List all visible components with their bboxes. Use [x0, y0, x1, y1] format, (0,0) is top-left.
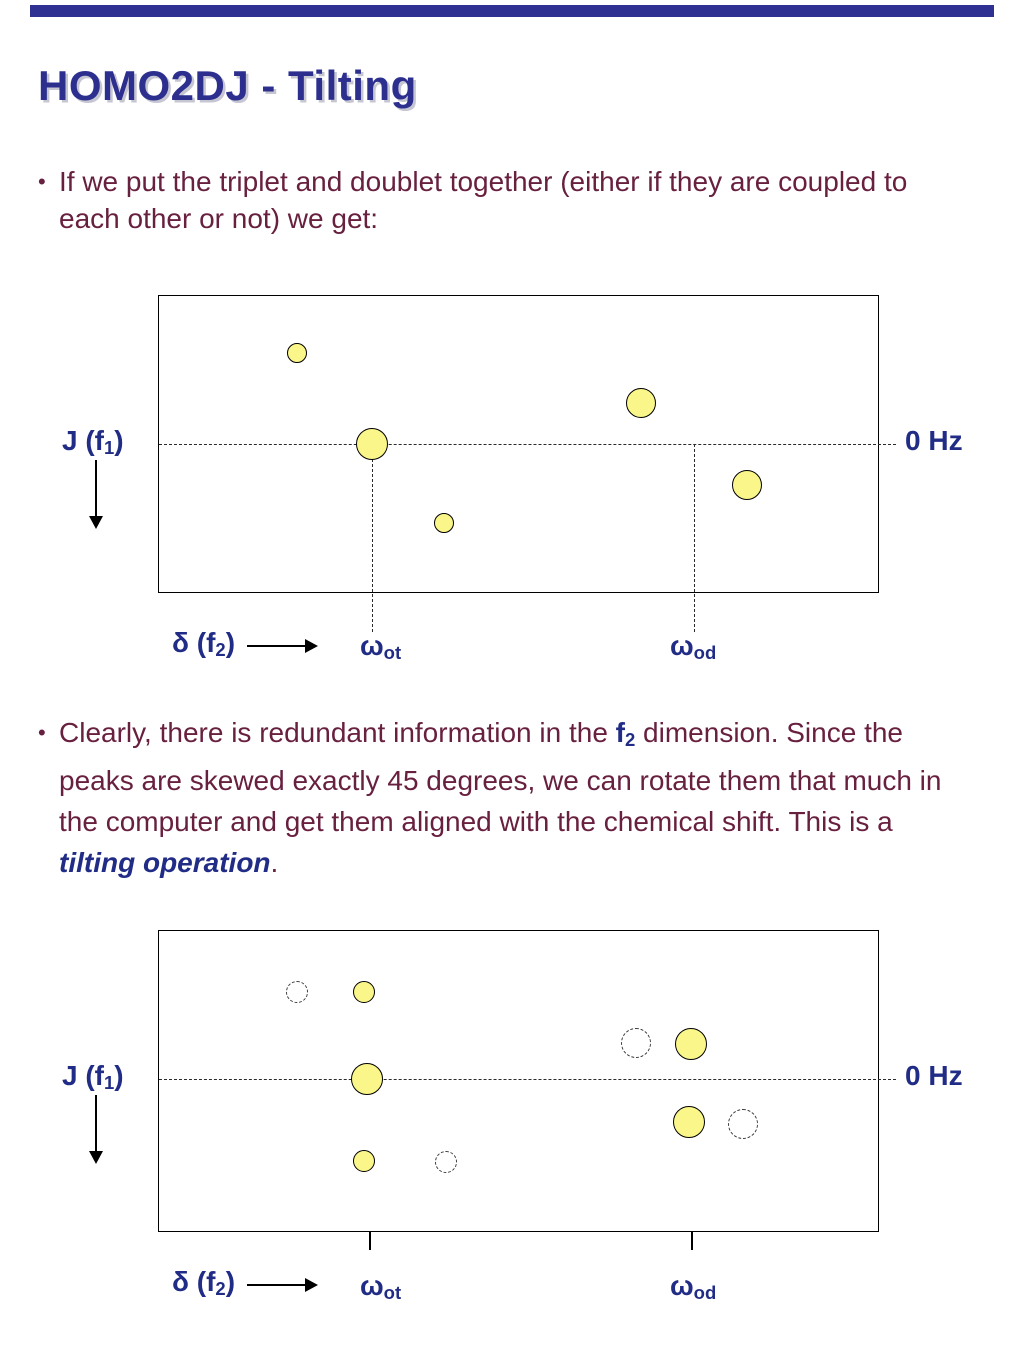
- omega-od-sub: od: [693, 642, 717, 664]
- y-axis-label-1: J (f1): [62, 425, 124, 459]
- page-title: HOMO2DJ - Tilting: [38, 62, 417, 109]
- omega-od-label-2: ωod: [670, 1270, 716, 1304]
- zero-hz-label-2: 0 Hz: [905, 1060, 963, 1091]
- omega-ot-sub: ot: [383, 642, 402, 664]
- arrow-head-down-icon: [89, 1151, 103, 1164]
- omega-glyph: ω: [670, 630, 694, 661]
- bullet-marker: •: [38, 169, 46, 194]
- zero-hz-label-1: 0 Hz: [905, 425, 963, 456]
- down-arrow-1: [87, 460, 105, 529]
- bullet-2-text: Clearly, there is redundant information …: [59, 712, 973, 883]
- f2-symbol: f2: [615, 717, 636, 751]
- omega-od-label-1: ωod: [670, 630, 716, 664]
- j-label: J (f: [62, 1060, 104, 1091]
- peak-circle: [434, 513, 454, 533]
- bullet-2-seg2: dimension. Since the peaks are skewed ex…: [59, 717, 942, 838]
- omega-ot-sub: ot: [383, 1282, 402, 1304]
- bullet-1-text: If we put the triplet and doublet togeth…: [59, 166, 908, 234]
- frequency-tick: [691, 1231, 693, 1250]
- frequency-guide-line: [694, 444, 695, 632]
- x-axis-label-2: δ (f2): [172, 1266, 235, 1300]
- arrow-shaft: [247, 1283, 305, 1287]
- bullet-2-seg3: .: [270, 847, 279, 879]
- delta-close: ): [225, 627, 236, 658]
- peak-circle: [626, 388, 656, 418]
- right-arrow-2: [247, 1277, 318, 1293]
- peak-circle: [287, 343, 307, 363]
- peak-circle: [353, 981, 375, 1003]
- zero-hz-dashed-line: [159, 444, 896, 445]
- bullet-marker: •: [38, 720, 46, 745]
- j-sub: 1: [104, 1072, 115, 1094]
- peak-circle: [673, 1106, 705, 1138]
- peak-circle: [351, 1063, 383, 1095]
- arrow-shaft: [94, 460, 98, 516]
- delta-label: δ (f: [172, 627, 216, 658]
- arrow-head-right-icon: [305, 639, 318, 653]
- j-close: ): [114, 1060, 124, 1091]
- peak-ghost-circle: [621, 1028, 651, 1058]
- arrow-shaft: [94, 1095, 98, 1151]
- peak-circle: [353, 1150, 375, 1172]
- tilting-operation-emphasis: tilting operation: [59, 847, 271, 879]
- omega-od-sub: od: [693, 1282, 717, 1304]
- omega-glyph: ω: [360, 1270, 384, 1301]
- omega-glyph: ω: [670, 1270, 694, 1301]
- down-arrow-2: [87, 1095, 105, 1164]
- omega-glyph: ω: [360, 630, 384, 661]
- peak-circle: [732, 470, 762, 500]
- frequency-tick: [369, 1231, 371, 1250]
- delta-sub: 2: [215, 1278, 226, 1300]
- arrow-head-down-icon: [89, 516, 103, 529]
- x-axis-label-1: δ (f2): [172, 627, 235, 661]
- delta-label: δ (f: [172, 1266, 216, 1297]
- peak-circle: [675, 1028, 707, 1060]
- diagram-skewed-peaks: [158, 295, 896, 632]
- omega-ot-label-1: ωot: [360, 630, 401, 664]
- omega-ot-label-2: ωot: [360, 1270, 401, 1304]
- delta-close: ): [225, 1266, 236, 1297]
- bullet-2-seg1: Clearly, there is redundant information …: [59, 717, 616, 748]
- y-axis-label-2: J (f1): [62, 1060, 124, 1094]
- zero-hz-dashed-line: [159, 1079, 896, 1080]
- top-accent-bar: [30, 5, 994, 17]
- j-sub: 1: [104, 437, 115, 459]
- peak-ghost-circle: [435, 1151, 457, 1173]
- diagram-tilted-peaks: [158, 930, 896, 1250]
- bullet-1: • If we put the triplet and doublet toge…: [38, 163, 943, 237]
- arrow-head-right-icon: [305, 1278, 318, 1292]
- right-arrow-1: [247, 638, 318, 654]
- peak-ghost-circle: [728, 1109, 758, 1139]
- bullet-2: • Clearly, there is redundant informatio…: [38, 712, 973, 883]
- delta-sub: 2: [215, 639, 226, 661]
- frequency-guide-line: [372, 444, 373, 632]
- j-close: ): [114, 425, 124, 456]
- arrow-shaft: [247, 644, 305, 648]
- j-label: J (f: [62, 425, 104, 456]
- peak-circle: [356, 428, 388, 460]
- peak-ghost-circle: [286, 981, 308, 1003]
